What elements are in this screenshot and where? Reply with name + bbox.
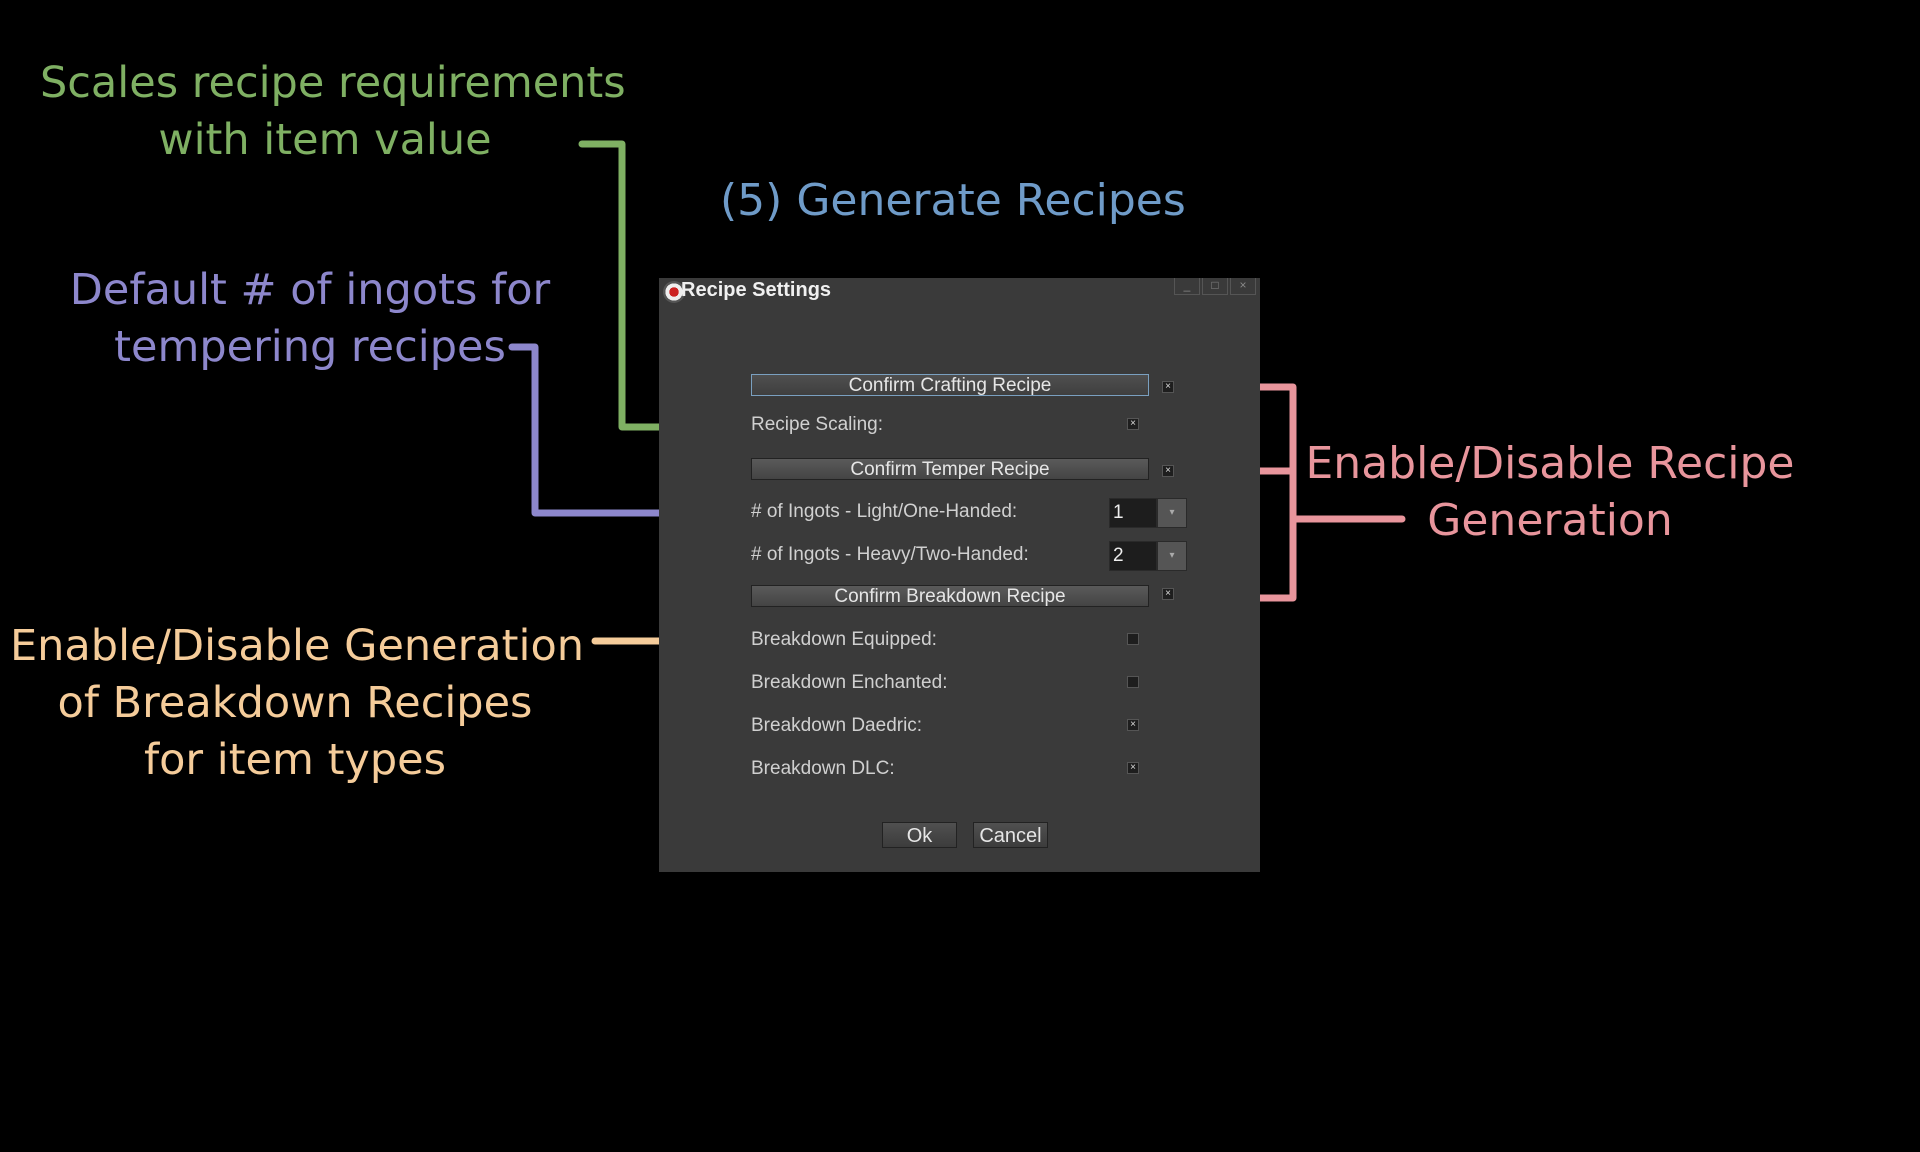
cancel-button[interactable]: Cancel [973,822,1048,848]
annotation-line: Generation [1427,495,1673,546]
breakdown-dlc-checkbox[interactable]: × [1127,762,1139,774]
breakdown-enchanted-label: Breakdown Enchanted: [751,672,948,693]
ingots-light-value[interactable]: 1 [1109,498,1157,528]
confirm-crafting-checkbox[interactable]: × [1162,381,1174,393]
ingots-heavy-label: # of Ingots - Heavy/Two-Handed: [751,544,1029,565]
confirm-breakdown-recipe-button[interactable]: Confirm Breakdown Recipe [751,585,1149,607]
chevron-down-icon[interactable]: ▾ [1157,541,1187,571]
annotation-ingots: Default # of ingots for tempering recipe… [60,262,560,376]
ingots-light-label: # of Ingots - Light/One-Handed: [751,501,1018,522]
title-bar[interactable]: Recipe Settings _ □ × [659,278,1260,306]
annotation-line: (5) Generate Recipes [720,175,1186,226]
annotation-line: Scales recipe requirements [40,58,626,108]
annotation-enable-generation: Enable/Disable Recipe Generation [1300,435,1800,549]
annotation-line: for item types [143,735,447,785]
recipe-settings-window: Recipe Settings _ □ × Confirm Crafting R… [659,278,1260,872]
confirm-breakdown-checkbox[interactable]: × [1162,588,1174,600]
annotation-line: Default # of ingots for [69,265,551,315]
confirm-crafting-recipe-button[interactable]: Confirm Crafting Recipe [751,374,1149,396]
close-icon[interactable]: × [1230,278,1256,295]
recipe-scaling-checkbox[interactable]: × [1127,418,1139,430]
window-title: Recipe Settings [681,279,832,301]
chevron-down-icon[interactable]: ▾ [1157,498,1187,528]
breakdown-daedric-label: Breakdown Daedric: [751,715,923,736]
annotation-step-title: (5) Generate Recipes [720,172,1186,229]
annotation-line: Enable/Disable Recipe [1305,438,1795,489]
minimize-icon[interactable]: _ [1174,278,1200,295]
annotation-line: of Breakdown Recipes [57,678,533,728]
ingots-heavy-stepper[interactable]: 2 ▾ [1109,541,1187,571]
ok-button[interactable]: Ok [882,822,957,848]
app-icon [663,281,685,303]
confirm-temper-recipe-button[interactable]: Confirm Temper Recipe [751,458,1149,480]
ingots-heavy-value[interactable]: 2 [1109,541,1157,571]
annotation-recipe-scaling: Scales recipe requirements with item val… [40,55,626,169]
breakdown-dlc-label: Breakdown DLC: [751,758,895,779]
breakdown-daedric-checkbox[interactable]: × [1127,719,1139,731]
annotation-line: with item value [158,115,492,165]
confirm-temper-checkbox[interactable]: × [1162,465,1174,477]
annotation-line: tempering recipes [114,322,506,372]
annotation-line: Enable/Disable Generation [10,621,585,671]
ingots-light-stepper[interactable]: 1 ▾ [1109,498,1187,528]
recipe-scaling-label: Recipe Scaling: [751,414,884,435]
breakdown-equipped-label: Breakdown Equipped: [751,629,937,650]
breakdown-equipped-checkbox[interactable] [1127,633,1139,645]
window-controls: _ □ × [1174,278,1256,295]
annotation-breakdown: Enable/Disable Generation of Breakdown R… [10,618,585,789]
maximize-icon[interactable]: □ [1202,278,1228,295]
breakdown-enchanted-checkbox[interactable] [1127,676,1139,688]
